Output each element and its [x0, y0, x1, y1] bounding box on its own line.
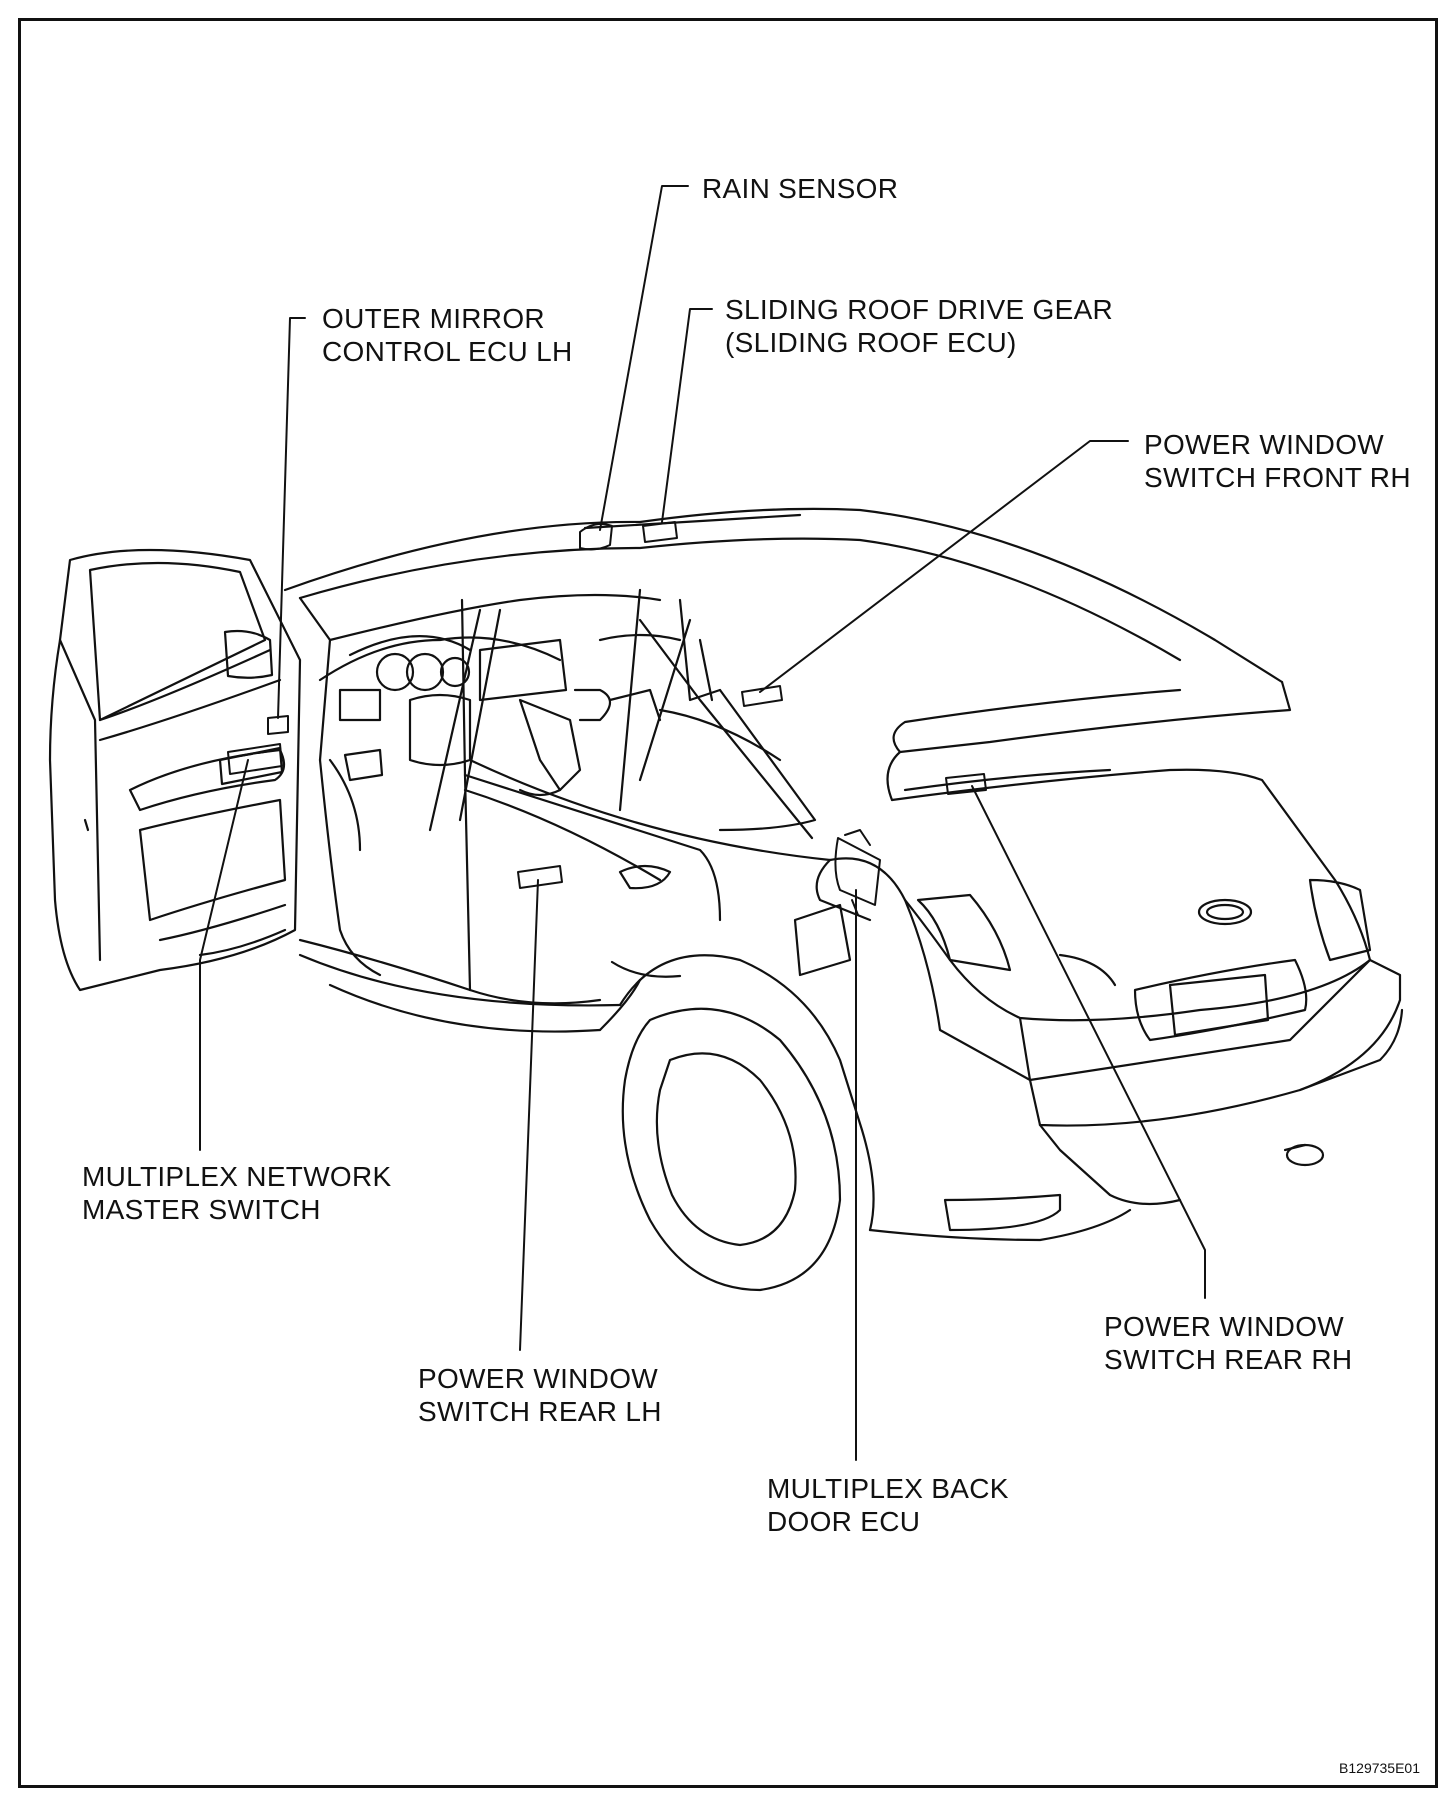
pw-rear-lh-symbol: [517, 865, 563, 889]
leader-pw-front-rh: [759, 440, 1129, 693]
master-switch-symbol: [227, 743, 283, 775]
component-symbols: [227, 521, 987, 916]
label-power-window-switch-rear-lh: POWER WINDOW SWITCH REAR LH: [418, 1363, 662, 1427]
label-multiplex-back-door-ecu: MULTIPLEX BACK DOOR ECU: [767, 1473, 1009, 1537]
rain-sensor-symbol: [579, 523, 613, 551]
figure-code: B129735E01: [1339, 1760, 1420, 1776]
outer-mirror-ecu-symbol: [267, 715, 289, 735]
leader-rain-sensor: [599, 185, 689, 531]
vehicle-body: [283, 507, 1404, 1292]
label-multiplex-network-master-switch: MULTIPLEX NETWORK MASTER SWITCH: [82, 1161, 392, 1225]
open-front-door: [48, 548, 302, 992]
back-door-ecu-symbol: [834, 837, 881, 906]
leader-master-switch: [199, 759, 249, 1151]
pw-rear-rh-symbol: [945, 773, 987, 795]
leader-sliding-roof: [661, 308, 713, 523]
label-power-window-switch-front-rh: POWER WINDOW SWITCH FRONT RH: [1144, 429, 1411, 493]
sliding-roof-gear-symbol: [642, 521, 678, 543]
diagram-frame: [18, 18, 1438, 1788]
leader-pw-rear-lh: [519, 879, 539, 1351]
pw-front-rh-symbol: [741, 685, 783, 707]
leader-pw-rear-rh: [971, 785, 1206, 1299]
label-power-window-switch-rear-rh: POWER WINDOW SWITCH REAR RH: [1104, 1311, 1353, 1375]
label-rain-sensor: RAIN SENSOR: [702, 173, 899, 204]
leader-outer-mirror: [277, 317, 306, 719]
leader-lines: [199, 185, 1206, 1461]
label-sliding-roof-drive-gear: SLIDING ROOF DRIVE GEAR (SLIDING ROOF EC…: [725, 294, 1114, 358]
label-outer-mirror-control-ecu-lh: OUTER MIRROR CONTROL ECU LH: [322, 303, 573, 367]
